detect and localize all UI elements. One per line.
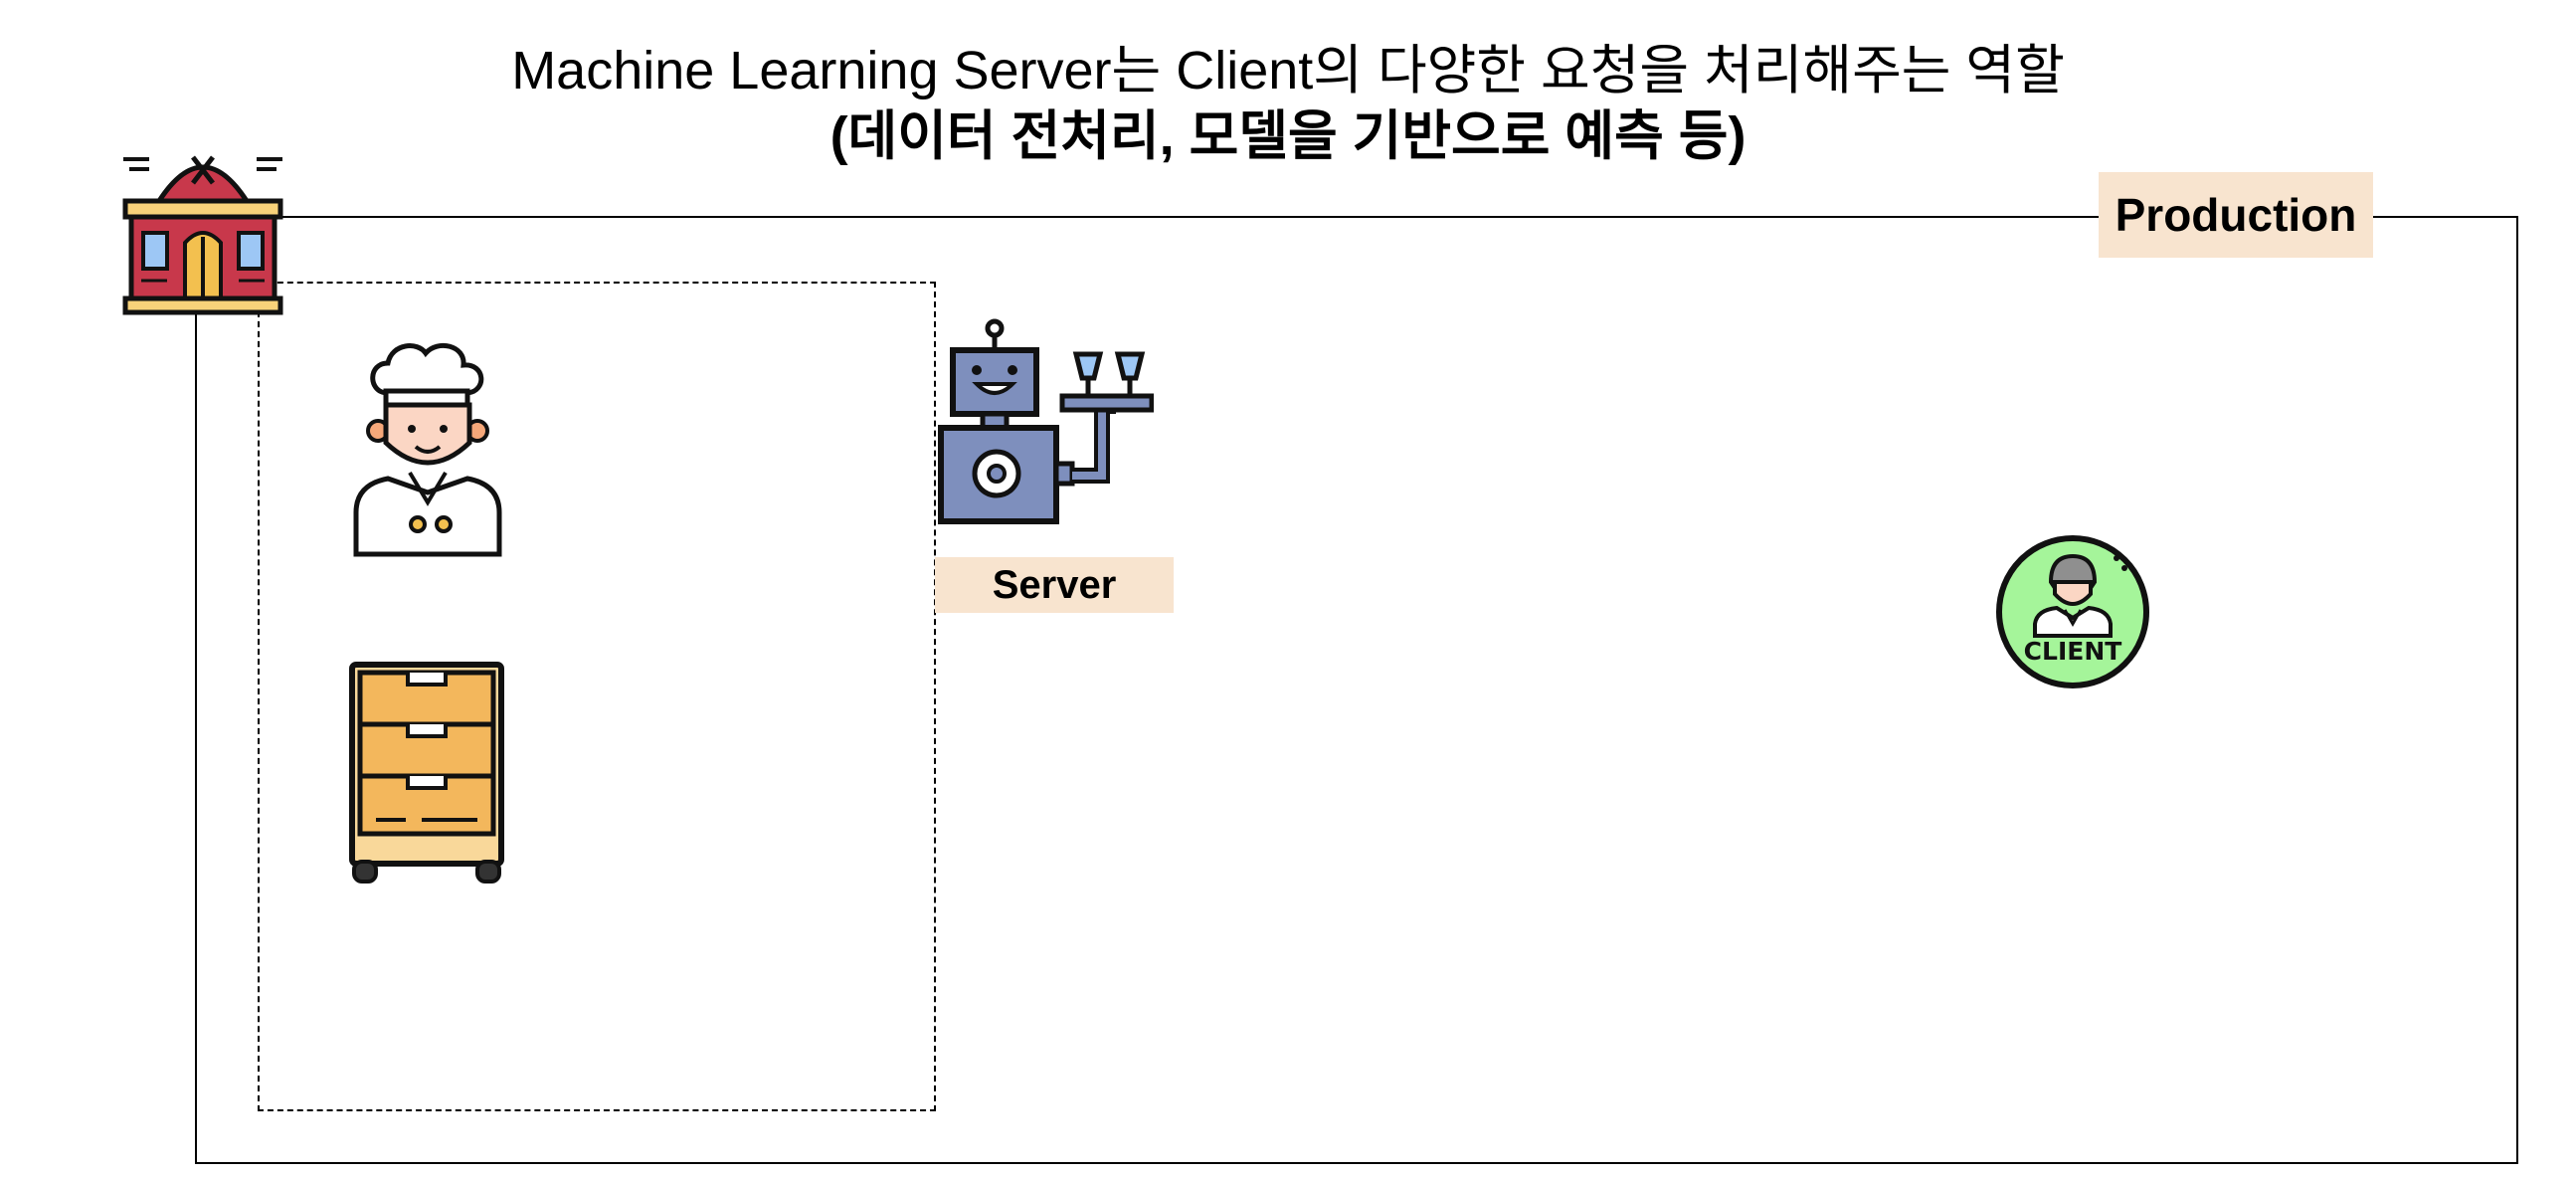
diagram-title-line-2: (데이터 전처리, 모델을 기반으로 예측 등) — [829, 106, 1747, 166]
server-label: Server — [935, 557, 1174, 613]
drawer-cabinet-icon — [346, 661, 507, 885]
client-badge-text: CLIENT — [2024, 637, 2122, 666]
diagram-title-line-1: Machine Learning Server는 Client의 다양한 요청을… — [511, 41, 2065, 100]
restaurant-icon — [115, 139, 290, 318]
chef-icon — [348, 333, 507, 557]
production-frame — [195, 216, 2518, 1164]
robot-waiter-icon — [935, 314, 1154, 533]
client-icon: CLIENT — [1993, 532, 2152, 691]
kitchen-dashed-frame — [258, 282, 936, 1111]
production-label: Production — [2099, 172, 2373, 258]
